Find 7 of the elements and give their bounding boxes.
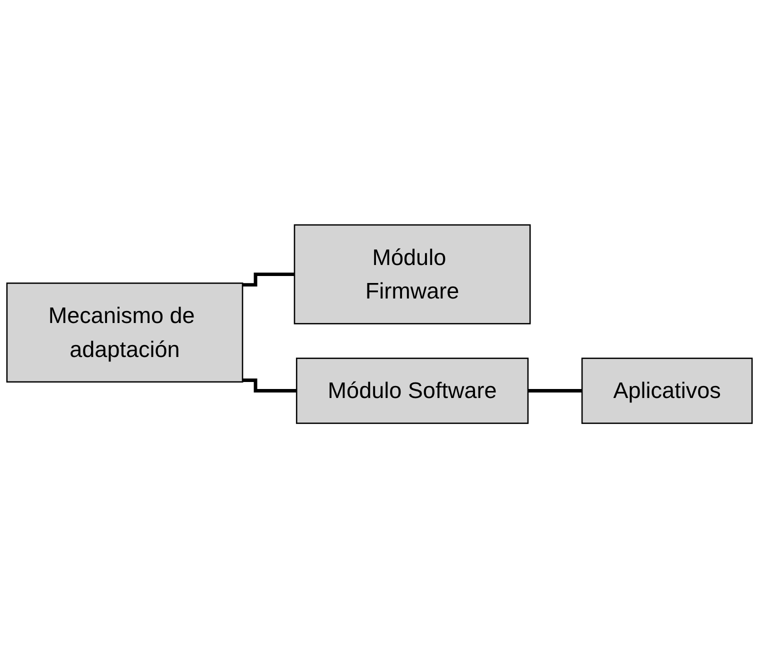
node-box: Mecanismo de adaptación	[6, 282, 244, 382]
node-box: Módulo Software	[296, 358, 529, 424]
node-box: Módulo Firmware	[294, 224, 531, 324]
connector	[242, 378, 297, 392]
node-box: Aplicativos	[581, 358, 753, 424]
connector	[242, 272, 294, 286]
connector	[528, 388, 582, 392]
